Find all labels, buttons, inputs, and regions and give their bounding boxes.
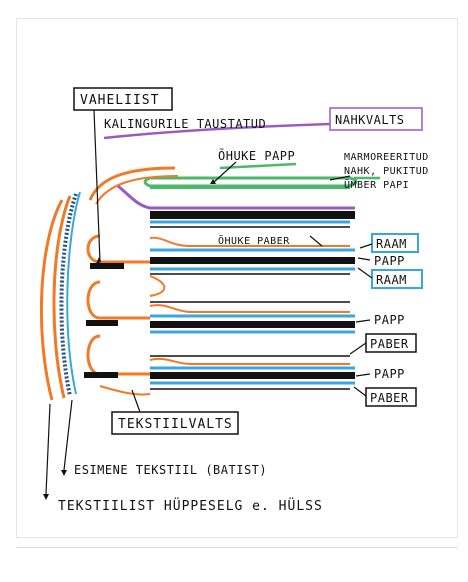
marmo-label-3: ÜMBER PAPI	[344, 178, 409, 191]
nahkvalts-label: NAHKVALTS	[335, 113, 405, 127]
arrowhead-hulss	[43, 494, 49, 500]
ohuke-papp-label: ÕHUKE PAPP	[218, 148, 295, 163]
marmo-label-2: NAHK, PUKITUD	[344, 166, 429, 177]
orange-wave-1	[149, 236, 350, 247]
vaheliist-bar-2	[86, 320, 118, 326]
esimene-leader	[63, 399, 73, 471]
paber-label-1: PABER	[370, 337, 409, 351]
top-black-board	[150, 211, 355, 219]
papp-label-3: PAPP	[374, 367, 405, 381]
papp-board-3	[150, 372, 355, 379]
marmo-leader	[329, 175, 351, 181]
vaheliist-leader	[93, 109, 101, 263]
vaheliist-bar-3	[84, 372, 118, 378]
section-2	[86, 280, 355, 334]
orange-bottom-curve	[99, 385, 151, 396]
arrowhead-vaheliist	[96, 257, 101, 264]
vaheliist-bar-1	[90, 263, 124, 269]
hulss-label: TEKSTIILIST HÜPPESELG e. HÜLSS	[58, 497, 323, 514]
vaheliist-box	[73, 87, 173, 111]
orange-wave-2	[149, 304, 350, 313]
nahkvalts-box	[329, 107, 423, 131]
orange-fold-1	[149, 275, 166, 297]
orange-loop-1	[86, 234, 150, 264]
orange-loop-2	[86, 280, 150, 320]
papp3-leader	[355, 373, 371, 377]
paber1-leader	[349, 342, 367, 355]
raam-box-1	[371, 233, 419, 253]
section-3	[84, 334, 355, 396]
arrowhead-esimene	[61, 470, 67, 476]
paber-label-2: PABER	[370, 391, 409, 405]
papp-label-1: PAPP	[374, 254, 405, 268]
paber-box-2	[365, 387, 417, 407]
tekstiilvalts-leader	[131, 389, 141, 413]
marmo-label-1: MARMOREERITUD	[344, 152, 429, 163]
ohuke-papp-leader	[213, 161, 237, 183]
papp2-leader	[355, 319, 371, 323]
green-board-outline	[143, 176, 358, 188]
raam-label-1: RAAM	[376, 237, 407, 251]
raam-box-2	[371, 269, 423, 289]
tekstiilvalts-box	[111, 411, 239, 435]
diagram-sheet	[16, 18, 458, 538]
papp-board-2	[150, 321, 355, 328]
orange-loop-3	[86, 334, 150, 376]
hulss-inner-curve	[52, 195, 72, 399]
raam-label-2: RAAM	[376, 273, 407, 287]
raam2-leader	[357, 267, 373, 279]
tekstiilvalts-label: TEKSTIILVALTS	[118, 417, 233, 432]
arrowheads	[43, 179, 216, 500]
spine-hulss	[39, 191, 81, 401]
papp-label-2: PAPP	[374, 313, 405, 327]
thin-board-group	[143, 176, 358, 189]
orange-top-curve-2	[95, 175, 179, 205]
nahkvalts-line	[117, 184, 355, 210]
orange-top-curve	[88, 166, 176, 201]
batist-line	[66, 191, 81, 395]
arrowhead-papp	[210, 179, 216, 184]
ohuke-paber-leader	[309, 235, 323, 247]
raam1-leader	[359, 243, 373, 249]
vaheliist-label: VAHELIIST	[80, 93, 159, 108]
divider	[16, 547, 458, 548]
ohuke-paber-label: ÕHUKE PABER	[218, 234, 290, 247]
kalingurile-underline	[103, 122, 331, 140]
papp-board-1	[150, 257, 355, 264]
paber2-leader	[353, 386, 367, 397]
hulss-leader	[45, 403, 51, 495]
leader-lines	[45, 109, 373, 495]
papp1-leader	[357, 257, 371, 261]
kalingurile-label: KALINGURILE TAUSTATUD	[104, 117, 266, 131]
hulss-outer-curve	[39, 199, 64, 401]
orange-wave-3	[149, 357, 350, 365]
esimene-tekstiil-label: ESIMENE TEKSTIIL (BATIST)	[74, 463, 267, 477]
ohuke-papp-underline	[219, 162, 297, 170]
